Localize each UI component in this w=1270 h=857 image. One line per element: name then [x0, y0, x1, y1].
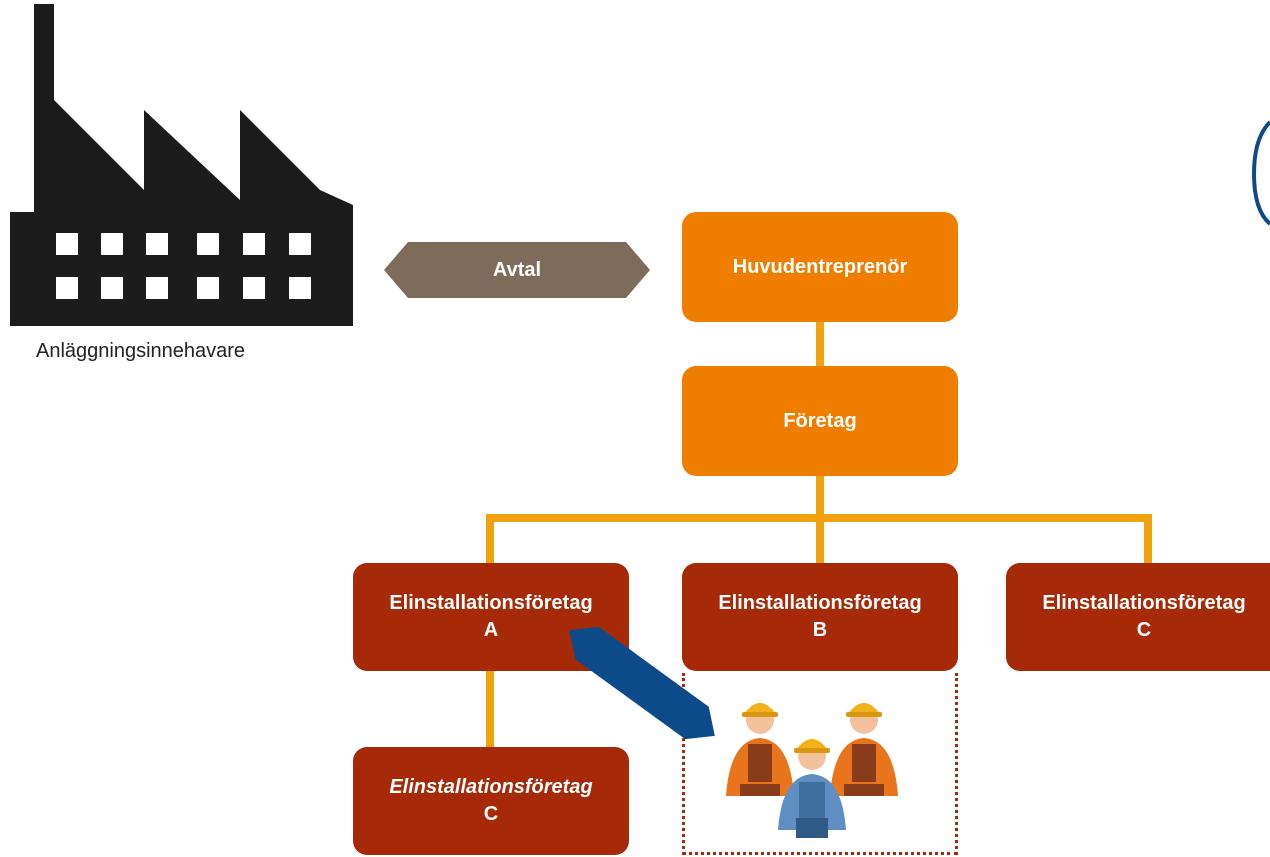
main-contractor-label: Huvudentreprenör — [732, 255, 908, 278]
workers-frame — [682, 673, 958, 855]
sub-company-name: Elinstallationsföretag — [389, 776, 593, 798]
main-contractor-box: Huvudentreprenör — [682, 212, 958, 322]
factory-icon — [10, 4, 353, 326]
electrical-company-a-name: Elinstallationsföretag — [389, 592, 593, 614]
connector-c — [1144, 514, 1152, 566]
connector-main-to-company — [816, 320, 824, 370]
sub-company-letter: C — [483, 803, 499, 825]
owner-label: Anläggningsinnehavare — [36, 340, 246, 362]
partial-circle-icon — [1251, 120, 1270, 226]
connector-a-to-sub — [486, 670, 494, 750]
sub-company-box: Elinstallationsföretag C — [353, 747, 629, 855]
connector-company-down — [816, 474, 824, 520]
contract-label: Avtal — [492, 258, 542, 281]
contract-arrow — [384, 242, 650, 298]
electrical-company-b-name: Elinstallationsföretag — [718, 592, 922, 614]
company-box: Företag — [682, 366, 958, 476]
workers-icon — [726, 703, 898, 838]
company-label: Företag — [783, 409, 857, 432]
hiring-arrow — [569, 626, 715, 740]
electrical-company-c-letter: C — [1136, 619, 1152, 641]
connector-a — [486, 514, 494, 566]
connector-b — [816, 514, 824, 566]
electrical-company-a-letter: A — [483, 619, 499, 641]
electrical-company-b-box: Elinstallationsföretag B — [682, 563, 958, 671]
electrical-company-b-letter: B — [812, 619, 828, 641]
electrical-company-c-box: Elinstallationsföretag C — [1006, 563, 1270, 671]
electrical-company-c-name: Elinstallationsföretag — [1042, 592, 1246, 614]
